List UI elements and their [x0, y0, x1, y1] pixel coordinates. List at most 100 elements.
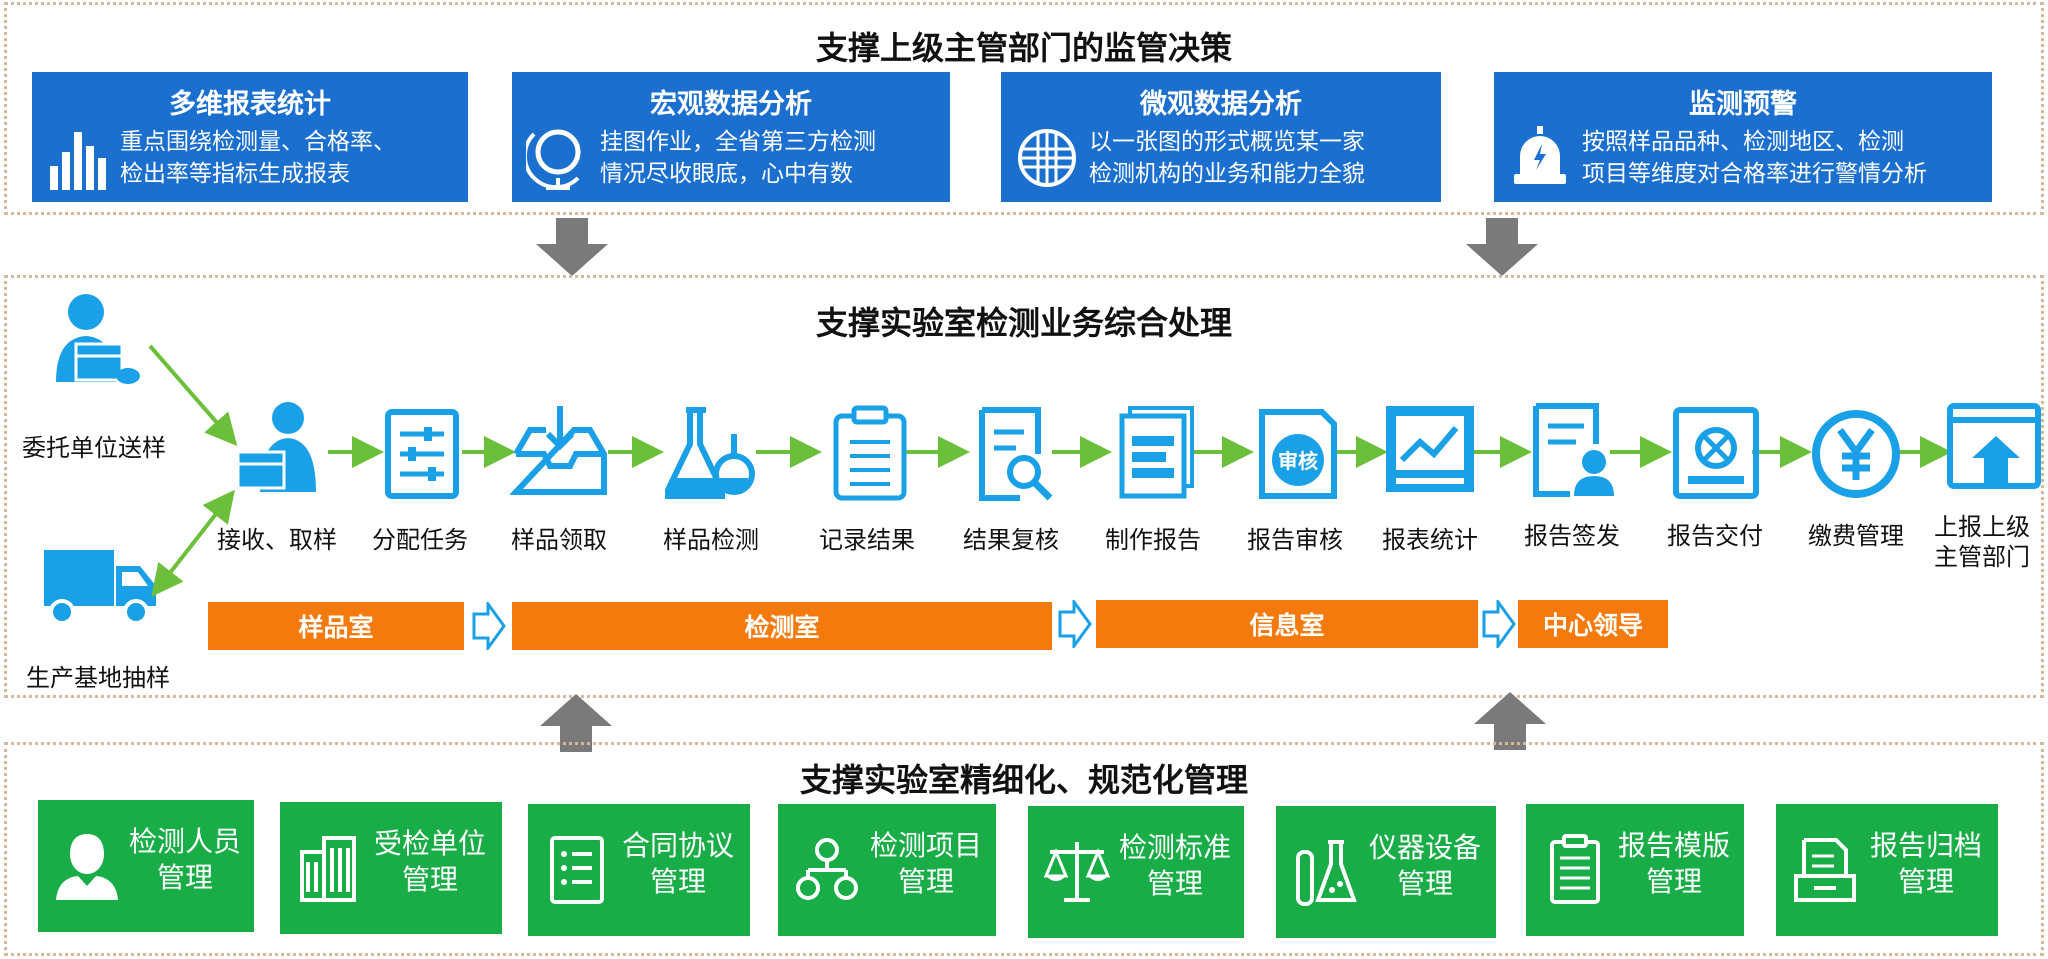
- card-line: 报告模版: [1617, 829, 1730, 862]
- card-line: 管理: [649, 865, 706, 898]
- card-contracts[interactable]: 合同协议 管理: [528, 804, 750, 936]
- card-line: 管理: [897, 865, 954, 898]
- grid-globe-icon: [1018, 129, 1076, 187]
- card-line: 管理: [401, 863, 458, 896]
- clipboard-icon: [833, 405, 907, 501]
- report-template-icon: [1550, 834, 1600, 904]
- step-label: 分配任务: [372, 526, 468, 554]
- step-label: 制作报告: [1105, 526, 1201, 554]
- step-label: 记录结果: [819, 526, 915, 554]
- report-pages-icon: [1119, 406, 1194, 499]
- hierarchy-icon: [796, 838, 858, 900]
- card-report-statistics[interactable]: 多维报表统计 重点围绕检测量、合格率、 检出率等指标生成报表: [32, 72, 468, 202]
- card-standards[interactable]: 检测标准 管理: [1028, 806, 1244, 938]
- document-search-icon: [979, 407, 1053, 501]
- middle-section-title: 支撑实验室检测业务综合处理: [815, 304, 1232, 342]
- person-icon: [56, 834, 118, 900]
- card-line: 合同协议: [621, 829, 734, 862]
- card-line: 检测项目: [869, 829, 982, 862]
- step-label: 报表统计: [1382, 526, 1478, 554]
- card-title: 宏观数据分析: [650, 89, 812, 120]
- bottom-section-title: 支撑实验室精细化、规范化管理: [799, 761, 1248, 799]
- card-line: 受检单位: [373, 827, 486, 860]
- yuan-coin-icon: [1812, 410, 1900, 498]
- down-arrow-icon: [536, 218, 608, 276]
- bar-chart-icon: [50, 132, 106, 190]
- card-description: 以一张图的形式概览某一家 检测机构的业务和能力全貌: [1089, 126, 1429, 190]
- card-desc-line: 以一张图的形式概览某一家: [1089, 129, 1365, 155]
- room-testing-bar: 检测室: [512, 602, 1052, 650]
- trend-chart-icon: [1386, 406, 1474, 492]
- card-description: 挂图作业，全省第三方检测 情况尽收眼底，心中有数: [600, 126, 938, 190]
- truck-icon: [44, 550, 156, 625]
- step-label: 缴费管理: [1808, 522, 1904, 550]
- card-desc-line: 检出率等指标生成报表: [120, 161, 350, 187]
- room-sample-bar: 样品室: [208, 602, 464, 650]
- card-monitoring-alert[interactable]: 监测预警 按照样品品种、检测地区、检测 项目等维度对合格率进行警情分析: [1494, 72, 1992, 202]
- receive-package-icon: [236, 402, 316, 492]
- globe-icon: [526, 129, 581, 190]
- sliders-icon: [385, 409, 459, 499]
- step-label: 报告审核: [1247, 526, 1343, 554]
- card-macro-analysis[interactable]: 宏观数据分析 挂图作业，全省第三方检测 情况尽收眼底，心中有数: [512, 72, 950, 202]
- courier-person-icon: [56, 294, 140, 384]
- card-desc-line: 检测机构的业务和能力全貌: [1089, 161, 1365, 187]
- lab-flasks-icon: [1296, 840, 1357, 906]
- card-report-templates[interactable]: 报告模版 管理: [1526, 804, 1744, 936]
- sign-document-icon: [1533, 403, 1614, 497]
- list-document-icon: [550, 836, 604, 904]
- inbox-download-icon: [510, 406, 607, 495]
- room-info-bar: 信息室: [1096, 600, 1478, 648]
- step-label: 结果复核: [963, 526, 1059, 554]
- card-line: 管理: [1146, 867, 1203, 900]
- flask-icon: [665, 407, 755, 499]
- card-description: 按照样品品种、检测地区、检测 项目等维度对合格率进行警情分析: [1582, 126, 1980, 190]
- archive-icon: [1794, 838, 1856, 902]
- card-desc-line: 重点围绕检测量、合格率、: [120, 129, 396, 155]
- card-test-items[interactable]: 检测项目 管理: [778, 804, 996, 936]
- audit-stamp-icon: 审核: [1259, 409, 1337, 499]
- delivery-box-icon: [1673, 407, 1759, 499]
- card-title: 多维报表统计: [169, 89, 331, 120]
- step-label: 报告签发: [1524, 522, 1620, 550]
- card-desc-line: 按照样品品种、检测地区、检测: [1582, 129, 1904, 155]
- step-label: 样品领取: [511, 526, 607, 554]
- bottom-section: 支撑实验室精细化、规范化管理: [4, 742, 2044, 956]
- step-label: 接收、取样: [217, 526, 337, 554]
- alarm-bell-icon: [1514, 126, 1566, 184]
- building-icon: [300, 836, 356, 902]
- step-label: 上报上级 主管部门: [1934, 513, 2030, 571]
- scales-icon: [1043, 842, 1111, 902]
- svg-text:审核: 审核: [1278, 449, 1318, 473]
- down-arrow-icon: [1466, 218, 1538, 276]
- card-inspected-units[interactable]: 受检单位 管理: [280, 802, 502, 934]
- card-line: 管理: [1645, 865, 1702, 898]
- step-label: 报告交付: [1667, 522, 1763, 550]
- card-micro-analysis[interactable]: 微观数据分析 以一张图的形式概览某一家 检测机构的业务和能力全貌: [1001, 72, 1441, 202]
- card-line: 检测标准: [1118, 831, 1231, 864]
- card-title: 监测预警: [1689, 89, 1797, 120]
- card-line: 管理: [156, 861, 213, 894]
- top-section: 支撑上级主管部门的监管决策: [4, 2, 2044, 215]
- card-instruments[interactable]: 仪器设备 管理: [1276, 806, 1496, 938]
- card-description: 重点围绕检测量、合格率、 检出率等指标生成报表: [120, 126, 456, 190]
- card-desc-line: 项目等维度对合格率进行警情分析: [1582, 161, 1927, 187]
- up-arrow-icon: [540, 694, 612, 752]
- chevron-right-icon: [472, 602, 506, 650]
- chevron-right-icon: [1482, 600, 1516, 648]
- source-label-client: 委托单位送样: [22, 434, 166, 462]
- up-arrow-icon: [1474, 692, 1546, 750]
- card-line: 仪器设备: [1368, 831, 1481, 864]
- card-personnel[interactable]: 检测人员 管理: [38, 800, 254, 932]
- chevron-right-icon: [1058, 600, 1092, 648]
- card-line: 管理: [1897, 865, 1954, 898]
- card-line: 报告归档: [1869, 829, 1982, 862]
- upload-window-icon: [1947, 403, 2041, 489]
- card-desc-line: 挂图作业，全省第三方检测: [600, 129, 876, 155]
- card-title: 微观数据分析: [1140, 89, 1302, 120]
- source-label-production: 生产基地抽样: [26, 664, 170, 692]
- card-desc-line: 情况尽收眼底，心中有数: [600, 161, 853, 187]
- card-line: 检测人员: [128, 825, 241, 858]
- card-line: 管理: [1396, 867, 1453, 900]
- card-report-archive[interactable]: 报告归档 管理: [1776, 804, 1998, 936]
